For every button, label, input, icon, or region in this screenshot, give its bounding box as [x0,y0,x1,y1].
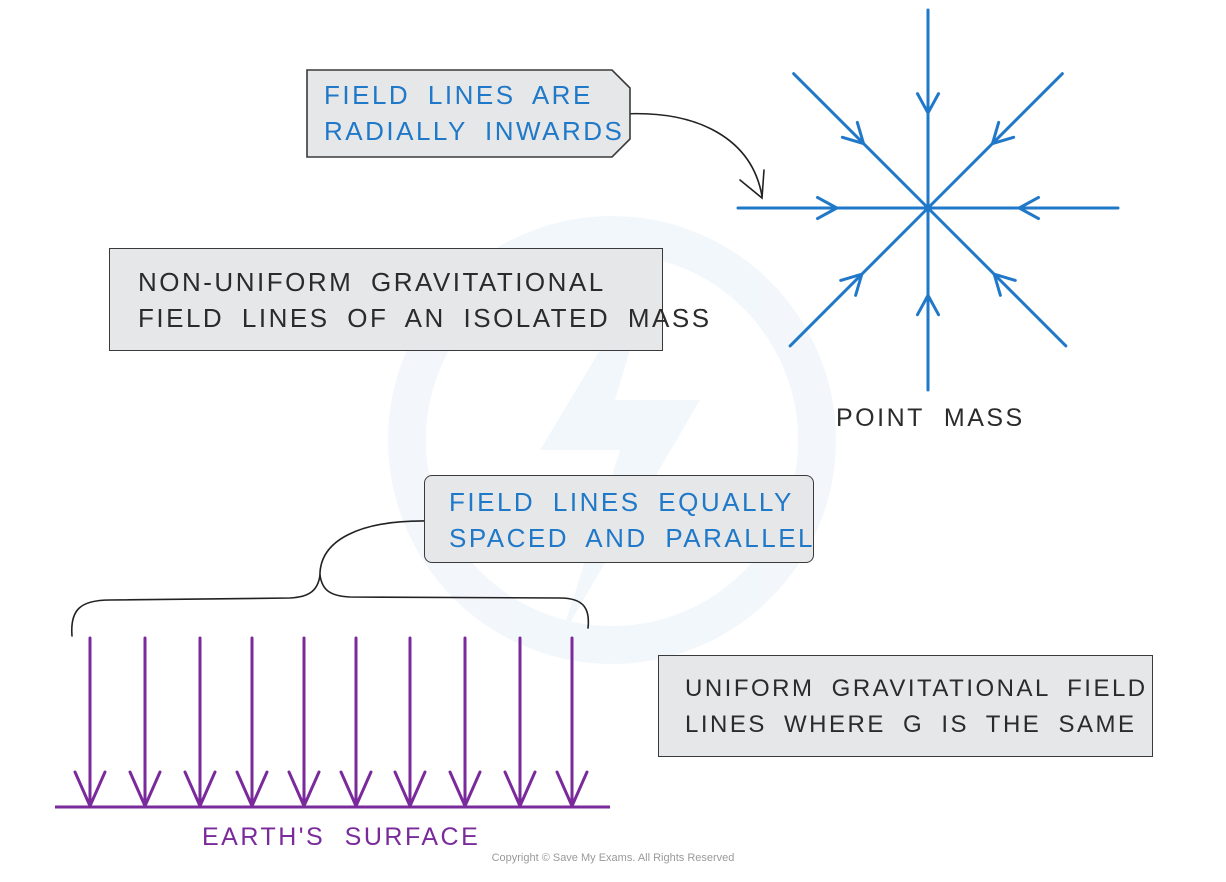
field-arrowhead [915,92,941,115]
nonuniform-label-box: NON-UNIFORM GRAVITATIONAL FIELD LINES OF… [109,248,712,351]
top-callout-connector [614,109,765,200]
field-arrowhead [1017,195,1041,221]
top-callout-shape [306,69,631,158]
bottom-callout-line1: FIELD LINES EQUALLY [449,487,794,517]
top-callout-line1: FIELD LINES ARE [324,80,593,110]
radial-field-line [926,206,1068,348]
watermark-logo-icon [388,216,836,664]
earth-surface-label: EARTH'S SURFACE [202,823,481,851]
bottom-callout: FIELD LINES EQUALLY SPACED AND PARALLEL [424,475,814,563]
radial-field-line [926,72,1064,210]
uniform-label-line1: UNIFORM GRAVITATIONAL FIELD [685,675,1148,702]
nonuniform-label-line1: NON-UNIFORM GRAVITATIONAL [138,267,606,297]
top-callout: FIELD LINES ARE RADIALLY INWARDS [306,69,624,157]
uniform-label-box: UNIFORM GRAVITATIONAL FIELD LINES WHERE … [658,655,1153,757]
bottom-callout-line2: SPACED AND PARALLEL [449,523,815,553]
nonuniform-label-line2: FIELD LINES OF AN ISOLATED MASS [138,303,712,333]
uniform-field-lines [73,636,589,808]
point-mass-label: POINT MASS [836,404,1025,432]
copyright-notice: Copyright © Save My Exams. All Rights Re… [491,852,735,864]
point-mass-field-lines [736,8,1120,392]
field-arrowhead [815,195,839,221]
field-arrowhead [840,120,866,146]
field-arrowhead [992,272,1017,297]
radial-field-line [792,72,930,210]
field-arrowhead [839,272,864,297]
field-arrowhead [915,293,941,317]
field-arrowhead [990,120,1016,146]
uniform-label-line2: LINES WHERE g IS THE SAME [685,711,1137,738]
top-callout-line2: RADIALLY INWARDS [324,116,625,146]
radial-field-line [788,206,930,348]
